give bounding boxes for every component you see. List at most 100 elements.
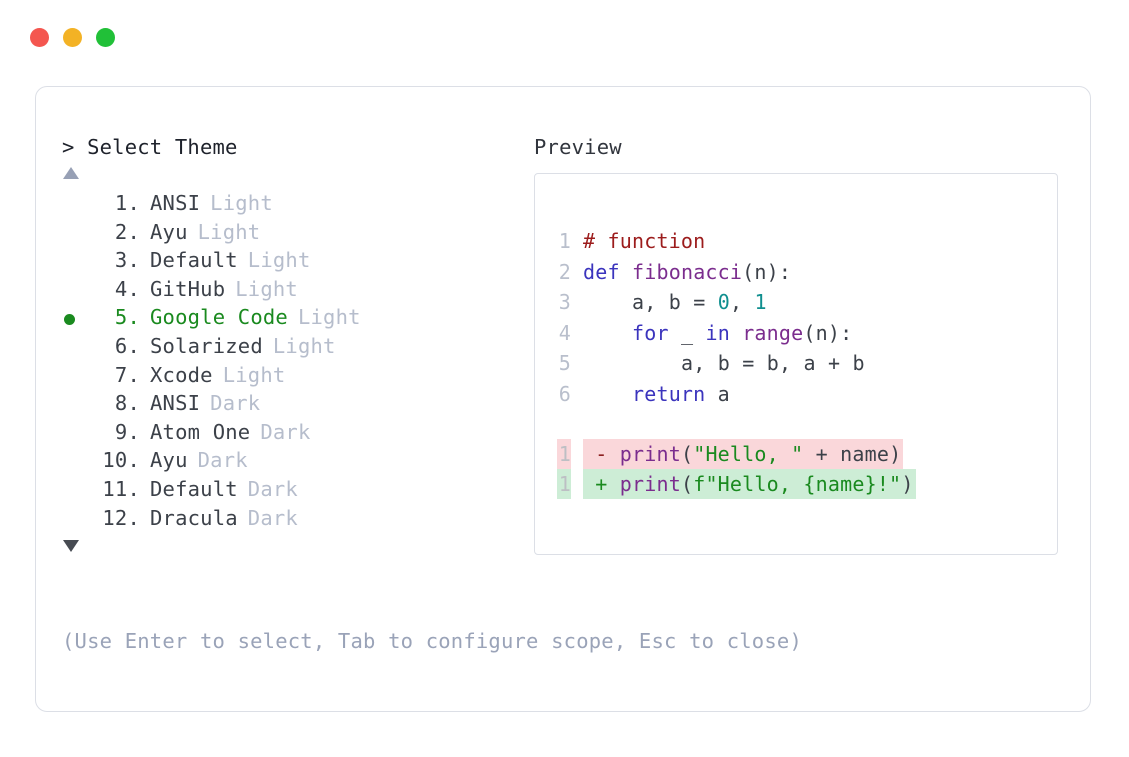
code-line-text: # function <box>583 226 705 257</box>
code-keyword: def <box>583 259 620 284</box>
line-number: 2 <box>558 259 571 284</box>
theme-variant: Light <box>247 248 311 273</box>
theme-name: Solarized <box>150 333 263 358</box>
theme-list-item[interactable]: 9. Atom One Dark <box>62 420 522 449</box>
code-text: : <box>840 320 853 345</box>
code-function: range <box>742 320 804 345</box>
code-line-text: for _ in range(n): <box>583 318 852 349</box>
code-text: n <box>815 320 828 345</box>
code-function: print <box>619 471 681 496</box>
diff-line-removed: 1 - print("Hello, " + name) <box>557 438 1057 470</box>
code-text: ) <box>889 441 902 466</box>
theme-index: 1. <box>114 191 140 215</box>
code-text: _ <box>680 320 694 345</box>
line-number: 6 <box>558 381 571 406</box>
code-text: a <box>680 351 694 375</box>
theme-name: ANSI <box>150 191 201 215</box>
theme-name: Default <box>150 476 238 501</box>
code-text: ( <box>742 259 755 284</box>
theme-name: Ayu <box>150 448 188 473</box>
code-keyword: for <box>631 320 669 345</box>
code-text: name <box>840 441 890 466</box>
selected-bullet-icon <box>64 314 75 326</box>
theme-name: Default <box>150 248 238 273</box>
theme-variant: Dark <box>210 391 261 416</box>
keyboard-hint: (Use Enter to select, Tab to configure s… <box>62 629 802 653</box>
code-text: = <box>742 351 755 375</box>
theme-index: 9. <box>114 419 140 444</box>
code-line: 3 a, b = 0, 1 <box>557 287 1057 318</box>
theme-list-item[interactable]: 12. Dracula Dark <box>62 506 522 535</box>
code-text: ( <box>803 320 816 345</box>
code-function: fibonacci <box>631 259 743 284</box>
code-line-text: a, b = 0, 1 <box>583 287 767 318</box>
close-button[interactable] <box>30 28 49 47</box>
code-text: n <box>754 259 767 284</box>
code-string: "Hello, " <box>693 441 804 466</box>
minimize-button[interactable] <box>63 28 82 47</box>
code-spacer <box>557 409 1057 439</box>
code-text: a <box>717 381 730 406</box>
code-line-text: def fibonacci(n): <box>583 257 791 288</box>
code-number: 0 <box>717 290 730 314</box>
selection-bullet-slot <box>62 314 88 326</box>
code-comment: # function <box>583 229 706 253</box>
maximize-button[interactable] <box>96 28 115 47</box>
theme-variant: Light <box>272 333 336 358</box>
scroll-down-arrow-icon[interactable] <box>63 540 79 553</box>
line-number: 1 <box>558 229 571 253</box>
theme-variant: Dark <box>247 505 298 530</box>
theme-index: 8. <box>114 391 140 416</box>
code-text: ) <box>766 259 779 284</box>
theme-name: Atom One <box>150 419 251 444</box>
code-text: : <box>778 259 792 284</box>
theme-index: 11. <box>102 476 140 501</box>
diff-line-text: - print("Hello, " + name) <box>583 438 904 470</box>
scroll-up-arrow-icon[interactable] <box>63 167 79 179</box>
code-line: 4 for _ in range(n): <box>557 318 1057 349</box>
theme-name: Google Code <box>150 305 288 330</box>
theme-index: 7. <box>114 362 140 387</box>
line-number: 1 <box>557 468 571 500</box>
theme-index: 10. <box>102 448 140 473</box>
code-string: f"Hello, {name}!" <box>693 471 902 496</box>
code-text: b <box>766 351 779 375</box>
code-line: 1 # function <box>557 226 1057 257</box>
theme-index: 6. <box>114 333 140 358</box>
theme-variant: Light <box>222 362 286 387</box>
code-text: ) <box>901 471 914 496</box>
code-text: ( <box>680 441 694 466</box>
theme-variant: Dark <box>247 476 298 501</box>
theme-name: Dracula <box>150 505 238 530</box>
theme-variant: Dark <box>260 419 311 444</box>
line-number: 1 <box>557 438 571 470</box>
code-number: 1 <box>754 290 767 314</box>
code-text: , <box>778 351 792 375</box>
theme-index: 5. <box>114 305 140 330</box>
theme-index: 12. <box>102 505 140 530</box>
code-text: a <box>631 290 645 314</box>
code-line-text: return a <box>583 379 730 410</box>
theme-index: 4. <box>114 276 140 301</box>
theme-list-item[interactable]: 11. Default Dark <box>62 477 522 506</box>
line-number: 5 <box>558 351 571 375</box>
theme-list-item[interactable]: 6. Solarized Light <box>62 334 522 363</box>
code-text: , <box>693 351 706 375</box>
code-line: 2 def fibonacci(n): <box>557 257 1057 288</box>
code-text: + <box>827 351 841 375</box>
diff-line-text: + print(f"Hello, {name}!") <box>583 468 916 500</box>
theme-name: GitHub <box>150 276 226 301</box>
code-text: + <box>815 441 828 466</box>
